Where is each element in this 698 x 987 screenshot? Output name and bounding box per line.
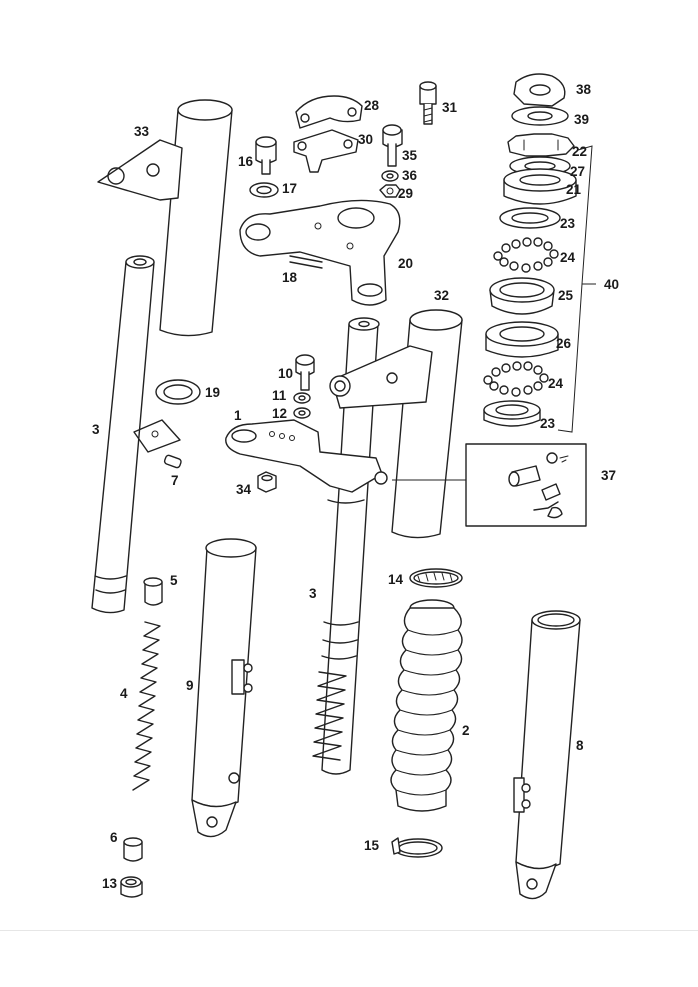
page-divider [0, 930, 698, 931]
label-10: 10 [278, 366, 293, 381]
part-22-lock-washer [507, 133, 575, 157]
part-23-race-lower [483, 400, 541, 427]
part-24-ball-ring-upper [493, 237, 559, 273]
label-27: 27 [570, 164, 585, 179]
part-39-washer [511, 106, 569, 126]
label-22: 22 [572, 144, 587, 159]
label-34: 34 [236, 482, 252, 497]
callout-labels: 1 2 3 3 4 5 6 7 8 9 10 11 12 13 14 15 16… [92, 82, 619, 891]
label-13: 13 [102, 876, 118, 891]
part-28-clamp-upper [295, 95, 363, 129]
part-12-washer [293, 407, 311, 419]
label-9: 9 [186, 678, 194, 693]
label-39: 39 [574, 112, 589, 127]
part-17-washer [249, 182, 279, 198]
label-20: 20 [398, 256, 413, 271]
part-3-fork-tube-left [91, 255, 181, 614]
label-37: 37 [601, 468, 616, 483]
label-25: 25 [558, 288, 574, 303]
part-15-clip [391, 837, 443, 858]
part-5-plug [143, 577, 163, 606]
label-29: 29 [398, 186, 413, 201]
label-19: 19 [205, 385, 220, 400]
part-38-top-nut [513, 73, 566, 107]
label-2: 2 [462, 723, 470, 738]
part-1-lower-triple-clamp [225, 419, 388, 493]
label-5: 5 [170, 573, 178, 588]
part-16-bolt [255, 136, 277, 175]
label-32: 32 [434, 288, 449, 303]
part-31-bolt [419, 81, 437, 125]
part-13-bush [120, 876, 143, 898]
label-12: 12 [272, 406, 287, 421]
exploded-parts-diagram: 1 2 3 3 4 5 6 7 8 9 10 11 12 13 14 15 16… [91, 73, 619, 900]
label-7: 7 [171, 473, 179, 488]
label-28: 28 [364, 98, 380, 113]
label-11: 11 [272, 388, 287, 403]
part-20-upper-triple-clamp [239, 199, 401, 306]
label-17: 17 [282, 181, 297, 196]
label-4: 4 [120, 686, 128, 701]
part-35-bolt [382, 124, 403, 167]
label-3-left: 3 [92, 422, 100, 437]
part-36-washer [381, 170, 399, 182]
label-23-lower: 23 [540, 416, 556, 431]
part-29-nut [379, 184, 401, 198]
part-3-fork-tube-center [312, 317, 380, 775]
part-2-fork-gaiter [390, 599, 463, 812]
label-36: 36 [402, 168, 418, 183]
label-38: 38 [576, 82, 592, 97]
part-8-lower-slider-right [513, 610, 581, 900]
part-19-seal-ring [155, 379, 201, 405]
label-14: 14 [388, 572, 404, 587]
part-9-lower-slider-left [191, 538, 257, 838]
part-4-spring [132, 621, 161, 791]
label-18: 18 [282, 270, 298, 285]
label-3-center: 3 [309, 586, 317, 601]
part-11-washer [293, 392, 311, 404]
part-30-clamp-lower [293, 129, 359, 173]
part-23-race-upper [499, 207, 561, 229]
label-6: 6 [110, 830, 118, 845]
label-15: 15 [364, 838, 380, 853]
label-33: 33 [134, 124, 150, 139]
label-24-upper: 24 [560, 250, 576, 265]
label-31: 31 [442, 100, 458, 115]
label-30: 30 [358, 132, 373, 147]
part-24-ball-ring-lower [483, 361, 549, 397]
part-37-steering-lock [392, 443, 587, 527]
label-8: 8 [576, 738, 584, 753]
part-34-nut [257, 471, 277, 493]
label-21: 21 [566, 182, 582, 197]
label-26: 26 [556, 336, 572, 351]
label-40: 40 [604, 277, 619, 292]
part-21-bearing-cup [503, 168, 577, 205]
part-18-pins [289, 255, 323, 269]
part-14-hose-clamp [409, 568, 463, 588]
label-24-lower: 24 [548, 376, 564, 391]
label-1: 1 [234, 408, 242, 423]
label-35: 35 [402, 148, 418, 163]
label-23-upper: 23 [560, 216, 576, 231]
part-7-key [163, 454, 182, 469]
label-16: 16 [238, 154, 254, 169]
part-33-upper-tube-left [97, 99, 233, 337]
part-32-upper-tube-right [329, 309, 463, 539]
part-10-bolt [295, 354, 315, 391]
part-25-bearing-cup [489, 277, 555, 315]
part-6-bolt [123, 837, 143, 862]
group-40-bracket [557, 145, 596, 433]
part-26-bearing-cup-lower [485, 321, 559, 358]
